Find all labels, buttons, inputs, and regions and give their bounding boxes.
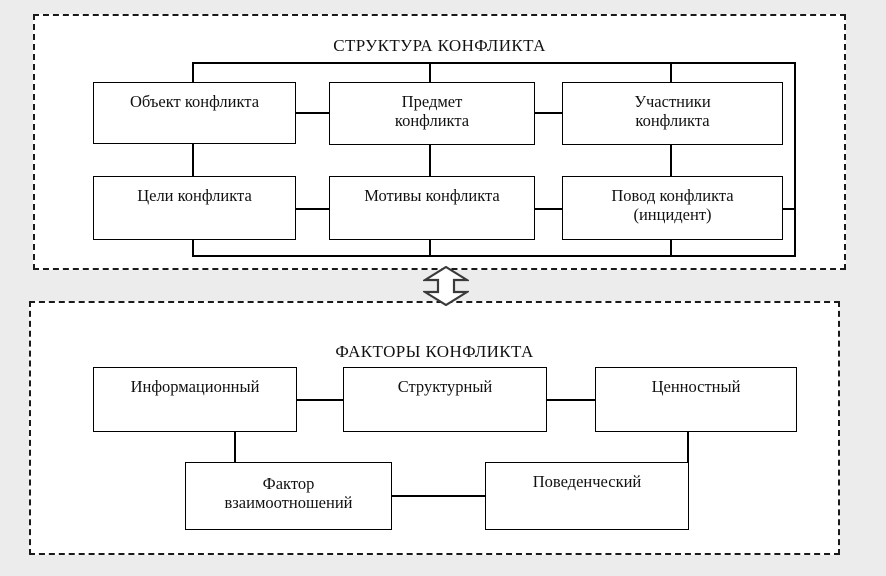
structure-stub-mid-col2 (429, 145, 431, 176)
structure-link-r1-c1-c2 (295, 112, 329, 114)
structure-stub-top-col3 (670, 62, 672, 84)
structure-stub-top-col2 (429, 62, 431, 84)
node-label-line1: Предмет (401, 92, 463, 111)
structure-link-r2-c3-rail (782, 208, 796, 210)
structure-group-title: СТРУКТУРА КОНФЛИКТА (333, 36, 546, 55)
node-label: Мотивы конфликта (364, 186, 500, 205)
structure-stub-top-col1 (192, 62, 194, 84)
factors-group-panel: ФАКТОРЫ КОНФЛИКТА Информационный Структу… (29, 301, 840, 555)
node-label-line1: Повод конфликта (611, 186, 734, 205)
factors-link-informacionnyj-faktor (234, 431, 236, 463)
node-label-line2: взаимоотношений (224, 493, 353, 513)
node-label-line2: конфликта (635, 111, 710, 131)
factors-link-cennostnyj-povedencheskij (687, 431, 689, 463)
node-label: Информационный (130, 377, 260, 396)
node-label-line2: (инцидент) (633, 205, 712, 225)
node-label: Поведенческий (532, 472, 642, 491)
structure-ring-right-rail (794, 62, 796, 257)
structure-ring-top-rail (192, 62, 795, 64)
node-povedencheskij[interactable]: Поведенческий (485, 462, 689, 530)
structure-group-panel: СТРУКТУРА КОНФЛИКТА Объект конфликта (33, 14, 846, 270)
node-label-line2: конфликта (394, 111, 470, 131)
factors-group-title: ФАКТОРЫ КОНФЛИКТА (335, 342, 534, 361)
node-strukturnyj[interactable]: Структурный (343, 367, 547, 432)
node-label: Структурный (397, 377, 493, 396)
node-celi-konflikta[interactable]: Цели конфликта (93, 176, 296, 240)
node-object-konflikta[interactable]: Объект конфликта (93, 82, 296, 144)
node-motivy-konflikta[interactable]: Мотивы конфликта (329, 176, 535, 240)
structure-stub-bottom-col1 (192, 240, 194, 257)
structure-stub-mid-col3 (670, 145, 672, 176)
structure-stub-mid-col1 (192, 143, 194, 176)
node-predmet-konflikta[interactable]: Предмет конфликта (329, 82, 535, 145)
factors-link-r1-c2-c3 (546, 399, 596, 401)
node-faktor-vzaimootnoshenij[interactable]: Фактор взаимоотношений (185, 462, 392, 530)
node-povod-konflikta[interactable]: Повод конфликта (инцидент) (562, 176, 783, 240)
node-uchastniki-konflikta[interactable]: Участники конфликта (562, 82, 783, 145)
double-headed-vertical-arrow-icon (421, 265, 471, 307)
structure-link-r2-c1-c2 (295, 208, 329, 210)
structure-stub-bottom-col3 (670, 240, 672, 257)
node-label: Ценностный (651, 377, 741, 396)
bidirectional-link-arrow (421, 265, 471, 307)
node-informacionnyj[interactable]: Информационный (93, 367, 297, 432)
factors-link-r1-c1-c2 (296, 399, 344, 401)
node-label: Цели конфликта (137, 186, 252, 205)
node-cennostnyj[interactable]: Ценностный (595, 367, 797, 432)
node-label-line1: Участники (634, 92, 711, 111)
structure-stub-bottom-col2 (429, 240, 431, 257)
structure-link-r2-c2-c3 (534, 208, 562, 210)
factors-link-r2-c1-c2 (391, 495, 486, 497)
node-label-line1: Фактор (262, 474, 315, 493)
node-label: Объект конфликта (129, 92, 260, 111)
structure-link-r1-c2-c3 (534, 112, 562, 114)
structure-ring-bottom-rail (192, 255, 795, 257)
